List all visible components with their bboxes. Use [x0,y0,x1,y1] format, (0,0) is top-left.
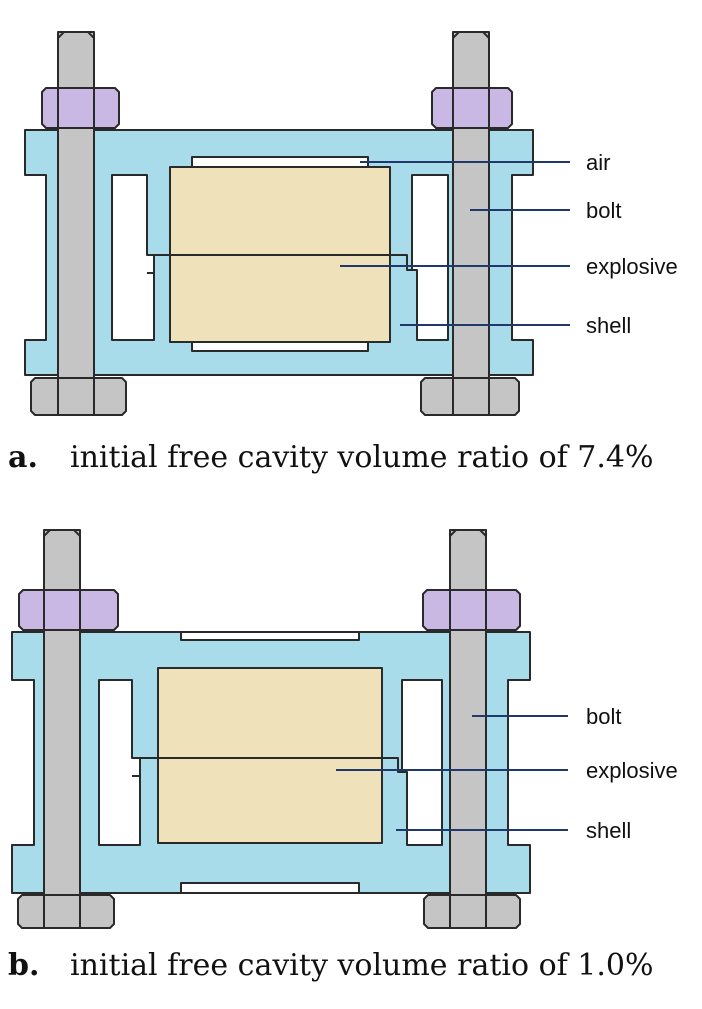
caption-b-text: initial free cavity volume ratio of 1.0% [70,948,654,983]
caption-b: b. initial free cavity volume ratio of 1.… [0,948,702,983]
diagram-a: air bolt explosive shell [0,0,702,420]
bolt-tip-right [452,31,490,89]
caption-a-key: a. [8,440,38,475]
shell-split-line [132,757,402,777]
nut-top-right [431,87,454,129]
diagram-b: bolt explosive shell [0,500,702,930]
nut-top-right [422,589,451,631]
nut-top-left [18,589,45,631]
air-gap-bottom [180,882,360,894]
nut-top-left [41,87,59,129]
label-bolt: bolt [586,198,621,223]
label-shell: shell [586,818,631,843]
label-explosive: explosive [586,758,678,783]
caption-a-text: initial free cavity volume ratio of 7.4% [70,440,654,475]
air-gap-top [191,156,369,168]
bolt-tip-left [43,529,81,591]
shell-right-window [401,679,443,846]
shell-split-line [147,254,412,274]
label-explosive: explosive [586,254,678,279]
nut-bottom-left [17,894,45,929]
shell-left-window [111,174,155,341]
diagram-a-drawing: air bolt explosive shell [24,31,678,416]
nut-bottom-right [420,377,454,416]
label-bolt: bolt [586,704,621,729]
explosive [157,667,383,844]
nut-bottom-right [423,894,451,929]
nut-bottom-left [30,377,59,416]
caption-a: a. initial free cavity volume ratio of 7.… [0,440,702,475]
caption-b-key: b. [8,948,40,983]
diagram-b-drawing: bolt explosive shell [11,529,678,929]
bolt-tip-right [449,529,487,591]
bolt-tip-left [57,31,95,89]
label-shell: shell [586,313,631,338]
air-gap-bottom [191,341,369,352]
label-air: air [586,150,610,175]
shell-right-window [411,174,449,341]
air-gap-top [180,631,360,641]
